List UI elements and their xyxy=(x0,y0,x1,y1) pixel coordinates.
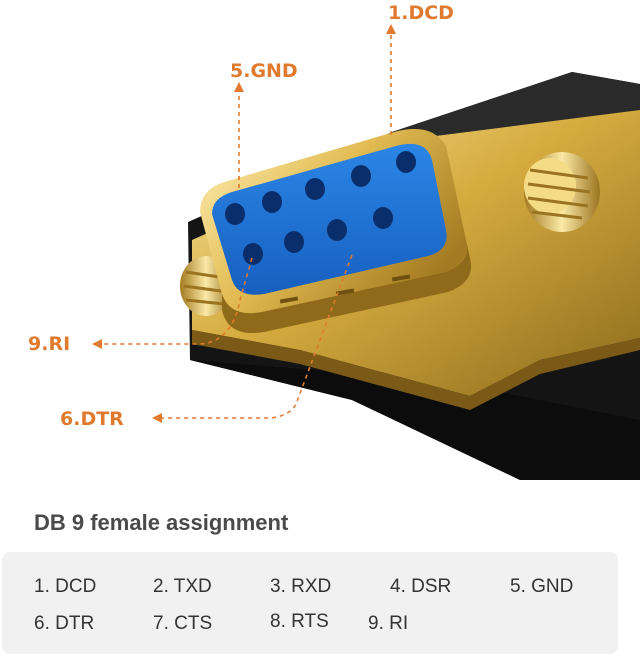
callout-dtr: 6.DTR xyxy=(60,408,124,430)
callout-leaders xyxy=(100,32,392,419)
solder-tabs xyxy=(279,274,411,304)
pin-3: 3. RXD xyxy=(270,576,332,597)
pin-2: 2. TXD xyxy=(153,576,212,597)
assignment-title: DB 9 female assignment xyxy=(34,510,289,535)
pin-assignment-table: 1. DCD 2. TXD 3. RXD 4. DSR 5. GND 6. DT… xyxy=(2,552,618,654)
pin-9: 9. RI xyxy=(368,613,409,634)
leader-ri xyxy=(100,257,253,345)
callout-arrowheads xyxy=(92,24,396,423)
pin-6: 6. DTR xyxy=(34,613,95,634)
blue-pin-insert xyxy=(212,143,447,295)
pin-4: 4. DSR xyxy=(390,576,452,597)
db9-connector-illustration xyxy=(92,24,640,480)
screw-post-right xyxy=(524,152,600,232)
pin-7: 7. CTS xyxy=(153,613,213,634)
pin-5: 5. GND xyxy=(510,576,574,597)
pin-socket-holes xyxy=(225,151,416,265)
pin-1: 1. DCD xyxy=(34,576,97,597)
callout-gnd: 5.GND xyxy=(230,60,298,82)
pin-8: 8. RTS xyxy=(270,611,329,632)
callout-dcd: 1.DCD xyxy=(388,2,454,24)
callout-ri: 9.RI xyxy=(28,333,71,355)
